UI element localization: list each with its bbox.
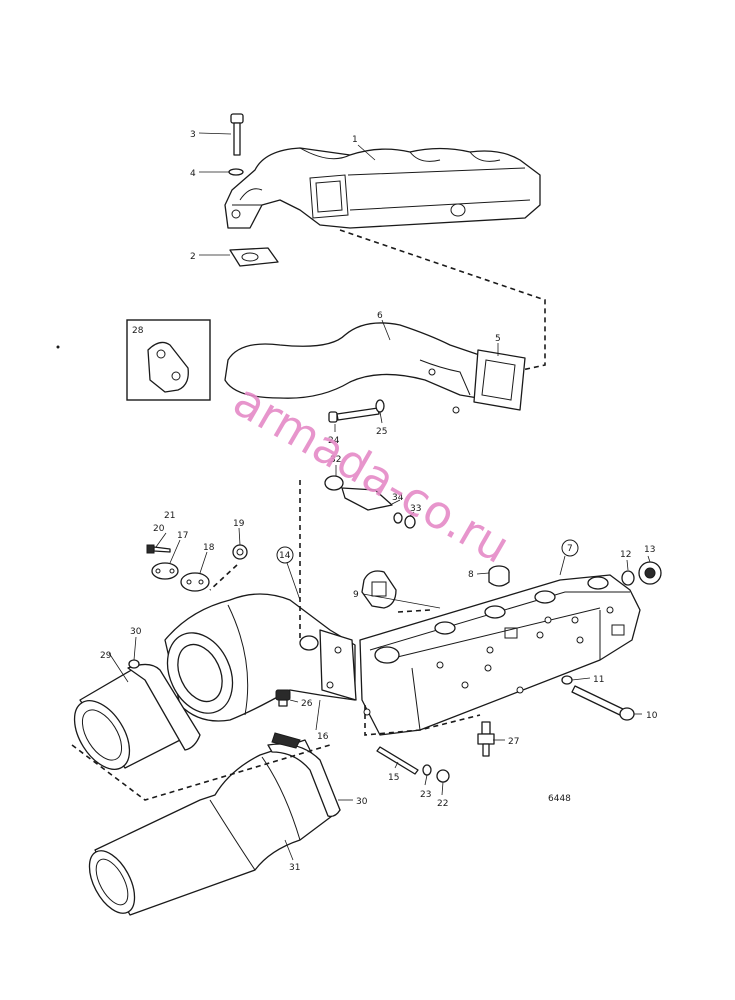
hose-clamp-part-30-lower xyxy=(267,732,341,818)
exhaust-elbow-part-14 xyxy=(164,593,357,722)
callout-22: 22 xyxy=(437,799,448,809)
callout-14: 14 xyxy=(279,551,291,561)
bolt-part-3 xyxy=(230,113,244,156)
callout-25: 25 xyxy=(376,427,387,437)
callout-30-lower: 30 xyxy=(356,797,368,807)
callout-1: 1 xyxy=(352,135,358,145)
callout-23: 23 xyxy=(420,790,431,800)
callout-21: 21 xyxy=(164,511,175,521)
nut-part-22 xyxy=(436,769,450,783)
plug-part-26 xyxy=(275,689,291,707)
cover-part-18 xyxy=(180,572,210,592)
callout-11: 11 xyxy=(593,675,604,685)
washer-part-25 xyxy=(375,399,385,413)
callout-6: 6 xyxy=(377,311,383,321)
screw-part-20 xyxy=(146,544,171,554)
callout-12: 12 xyxy=(620,550,631,560)
callout-9: 9 xyxy=(353,590,359,600)
callout-32: 32 xyxy=(330,455,341,465)
o-ring-part-32 xyxy=(324,475,344,491)
callout-3: 3 xyxy=(190,130,196,140)
washer-part-11 xyxy=(561,675,573,685)
gasket-part-9 xyxy=(361,570,397,609)
callout-13: 13 xyxy=(644,545,655,555)
callout-4: 4 xyxy=(190,169,196,179)
callout-33: 33 xyxy=(410,504,421,514)
callout-labels: 1 3 4 2 6 5 28 24 25 32 34 33 21 20 17 1… xyxy=(100,130,658,873)
inset-detail-box xyxy=(126,319,211,401)
drawing-number: 6448 xyxy=(548,794,571,804)
callout-7: 7 xyxy=(567,544,573,554)
sensor-part-27 xyxy=(477,721,495,757)
callout-2: 2 xyxy=(190,252,196,262)
callout-26: 26 xyxy=(301,699,313,709)
inset-label-28: 28 xyxy=(132,326,144,336)
hose-sleeve-part-29 xyxy=(73,664,191,770)
washer-part-19 xyxy=(232,544,248,560)
callout-19: 19 xyxy=(233,519,245,529)
riser-pipe-part-6 xyxy=(224,322,501,414)
callout-15: 15 xyxy=(388,773,399,783)
cover-plate-part-17 xyxy=(151,562,179,580)
washer-part-33 xyxy=(393,512,403,524)
callout-8: 8 xyxy=(468,570,474,580)
watermark-text: armada-co.ru xyxy=(225,373,519,574)
callout-7-circled: 7 xyxy=(561,539,579,557)
washer-part-12 xyxy=(621,570,635,586)
flange-gasket-part-5 xyxy=(473,349,526,411)
bolt-part-10 xyxy=(571,685,635,721)
callout-20: 20 xyxy=(153,524,165,534)
cap-part-13 xyxy=(638,561,662,585)
callout-29: 29 xyxy=(100,651,112,661)
callout-16: 16 xyxy=(317,732,329,742)
upper-exhaust-manifold xyxy=(224,147,541,229)
bolt-part-24 xyxy=(328,407,380,423)
connector-part-34 xyxy=(341,487,393,511)
callout-10: 10 xyxy=(646,711,658,721)
callout-27: 27 xyxy=(508,737,519,747)
callout-17: 17 xyxy=(177,531,188,541)
main-exhaust-manifold-part-7 xyxy=(359,574,641,736)
leader-lines xyxy=(108,132,651,861)
callout-34: 34 xyxy=(392,493,404,503)
washer-part-23 xyxy=(422,764,432,776)
callout-24: 24 xyxy=(328,436,340,446)
callout-5: 5 xyxy=(495,334,501,344)
plug-part-8 xyxy=(488,565,510,587)
callout-31: 31 xyxy=(289,863,300,873)
dashed-assembly-lines xyxy=(71,229,546,801)
stray-dot xyxy=(56,345,60,349)
callout-14-circled: 14 xyxy=(276,546,294,564)
stud-part-15 xyxy=(376,746,419,775)
callout-30-upper: 30 xyxy=(130,627,142,637)
callout-18: 18 xyxy=(203,543,215,553)
washer-part-4 xyxy=(228,168,244,176)
gasket-part-2 xyxy=(229,247,279,267)
